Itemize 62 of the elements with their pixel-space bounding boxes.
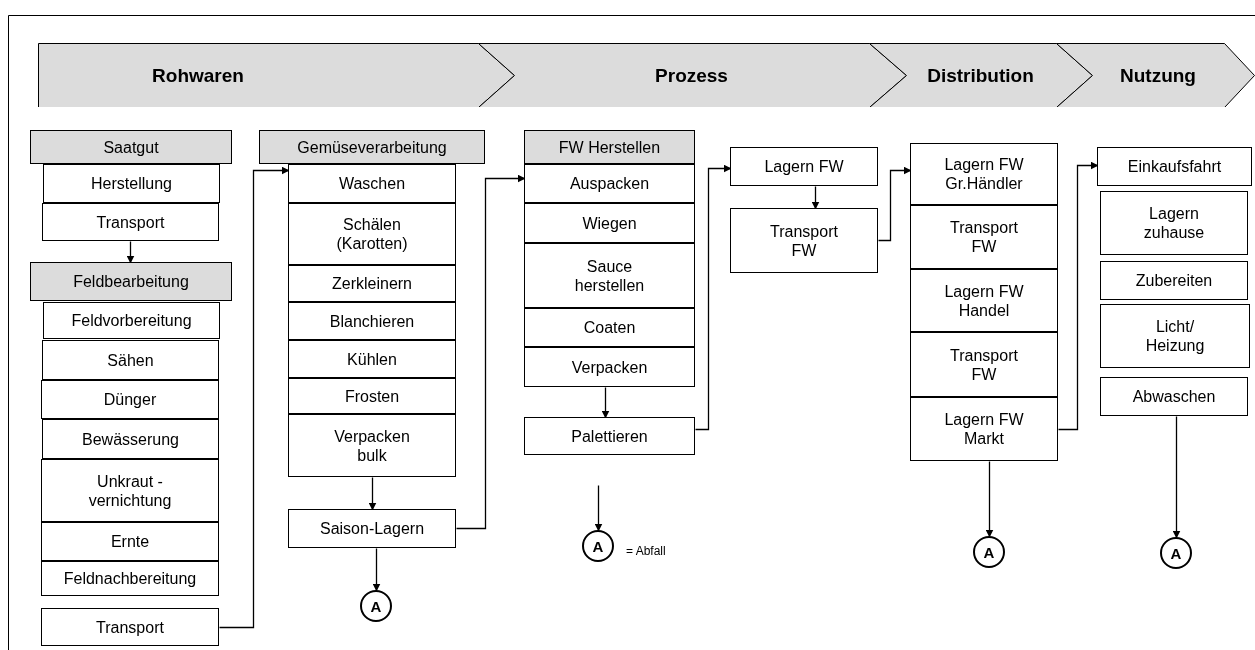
process-box: Coaten bbox=[524, 308, 695, 347]
process-box: Zerkleinern bbox=[288, 265, 456, 302]
process-box: Verpacken bulk bbox=[288, 414, 456, 477]
process-box: Palettieren bbox=[524, 417, 695, 455]
process-box: Dünger bbox=[41, 380, 219, 419]
process-box: Saison-Lagern bbox=[288, 509, 456, 548]
arrow bbox=[985, 460, 994, 538]
waste-circle: A bbox=[1160, 537, 1192, 569]
arrow bbox=[601, 386, 610, 419]
process-box: Zubereiten bbox=[1100, 261, 1248, 300]
process-box: Lagern FW Markt bbox=[910, 397, 1058, 461]
arrow bbox=[811, 185, 820, 210]
process-box: Transport bbox=[42, 203, 219, 241]
process-box: Schälen (Karotten) bbox=[288, 203, 456, 265]
process-box: Transport FW bbox=[730, 208, 878, 273]
category-header: Feldbearbeitung bbox=[30, 262, 232, 301]
process-box: Frosten bbox=[288, 378, 456, 414]
process-box: Licht/ Heizung bbox=[1100, 304, 1250, 368]
arrow bbox=[1057, 161, 1099, 431]
category-header: FW Herstellen bbox=[524, 130, 695, 164]
arrow bbox=[372, 547, 381, 592]
process-box: Transport bbox=[41, 608, 219, 646]
process-box: Feldnachbereitung bbox=[41, 561, 219, 596]
legend-note: = Abfall bbox=[626, 544, 666, 558]
waste-circle: A bbox=[582, 530, 614, 562]
arrow bbox=[594, 484, 603, 532]
process-box: Sähen bbox=[42, 340, 219, 380]
process-box: Bewässerung bbox=[42, 419, 219, 459]
process-box: Lagern FW Gr.Händler bbox=[910, 143, 1058, 205]
process-box: Wiegen bbox=[524, 203, 695, 243]
process-box: Waschen bbox=[288, 164, 456, 203]
process-box: Herstellung bbox=[43, 164, 220, 203]
waste-circle: A bbox=[973, 536, 1005, 568]
process-box: Auspacken bbox=[524, 164, 695, 203]
process-box: Lagern zuhause bbox=[1100, 191, 1248, 255]
process-box: Blanchieren bbox=[288, 302, 456, 340]
arrow bbox=[126, 240, 135, 264]
arrow bbox=[694, 164, 732, 431]
stage-banner: Nutzung bbox=[1056, 43, 1255, 107]
process-box: Kühlen bbox=[288, 340, 456, 378]
process-box: Einkaufsfahrt bbox=[1097, 147, 1252, 186]
process-box: Transport FW bbox=[910, 205, 1058, 269]
process-box: Transport FW bbox=[910, 332, 1058, 397]
process-box: Feldvorbereitung bbox=[43, 302, 220, 339]
category-header: Gemüseverarbeitung bbox=[259, 130, 485, 164]
arrow bbox=[1172, 415, 1181, 539]
category-header: Saatgut bbox=[30, 130, 232, 164]
process-box: Lagern FW bbox=[730, 147, 878, 186]
process-box: Unkraut - vernichtung bbox=[41, 459, 219, 522]
process-box: Lagern FW Handel bbox=[910, 269, 1058, 332]
stage-banner: Rohwaren bbox=[38, 43, 514, 107]
arrow bbox=[877, 166, 912, 242]
process-box: Sauce herstellen bbox=[524, 243, 695, 308]
process-box: Ernte bbox=[41, 522, 219, 561]
stage-banner: Distribution bbox=[869, 43, 1092, 107]
arrow bbox=[218, 166, 290, 629]
process-box: Verpacken bbox=[524, 347, 695, 387]
stage-banner: Prozess bbox=[478, 43, 906, 107]
arrow bbox=[455, 174, 526, 530]
waste-circle: A bbox=[360, 590, 392, 622]
arrow bbox=[368, 476, 377, 511]
process-box: Abwaschen bbox=[1100, 377, 1248, 416]
